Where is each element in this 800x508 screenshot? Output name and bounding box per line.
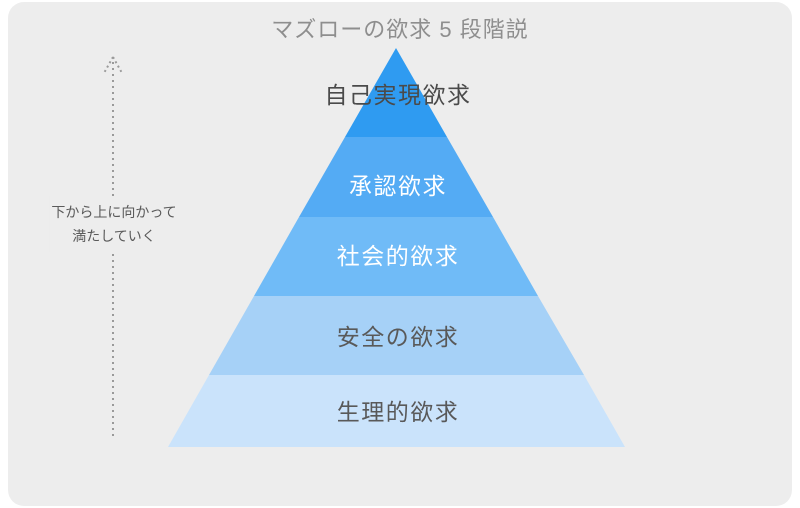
pyramid-level-5-label: 生理的欲求 <box>336 399 460 425</box>
pyramid-level-1-label: 自己実現欲求 <box>324 82 472 108</box>
side-note: 下から上に向かって 満たしていく <box>49 196 179 252</box>
pyramid-level-4-label: 安全の欲求 <box>336 324 460 350</box>
pyramid-level-2-label: 承認欲求 <box>349 173 447 199</box>
pyramid-level-3-label: 社会的欲求 <box>336 243 460 269</box>
side-note-line-1: 下から上に向かって <box>51 204 177 220</box>
side-note-line-2: 満たしていく <box>72 228 156 244</box>
diagram-title: マズローの欲求 5 段階説 <box>271 17 529 42</box>
